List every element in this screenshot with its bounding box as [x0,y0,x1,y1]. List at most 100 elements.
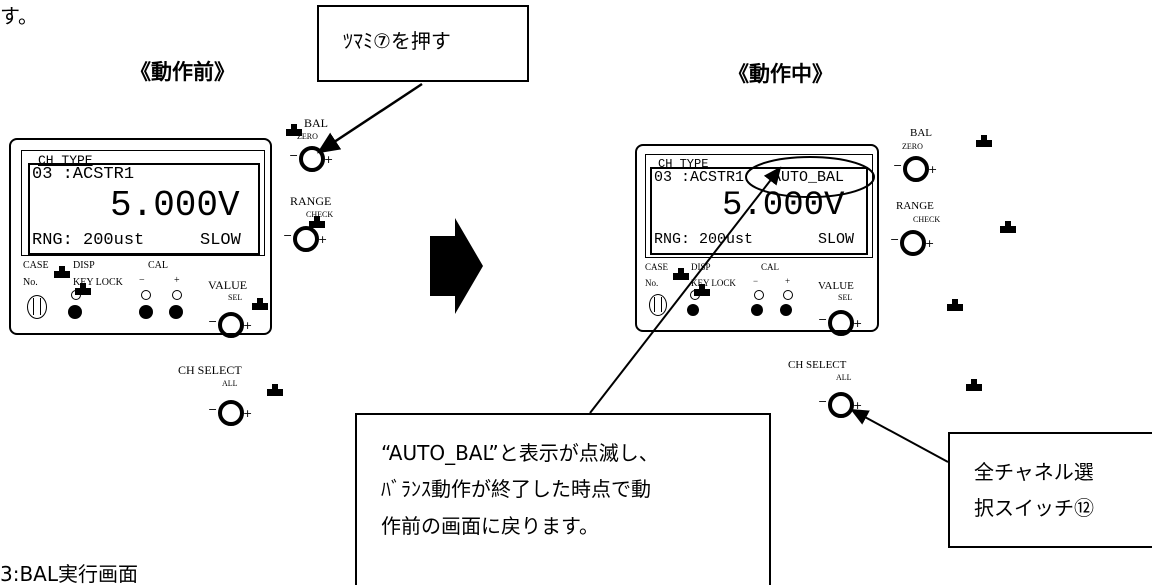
cal-minus-button-before[interactable] [139,305,153,319]
lcd-speed-before: SLOW [200,231,241,250]
callout-right-line-2: 択スイッチ⑫ [974,496,1094,520]
callout-all-channel-switch: 全チャネル選 択スイッチ⑫ [948,432,1152,548]
chselect-button-icon-during [965,379,982,391]
lcd-speed-during: SLOW [818,231,855,248]
check-label-before: CHECK [306,210,334,219]
bal-label-during: BAL [910,127,932,139]
bal-label-before: BAL [304,116,328,130]
chselect-all-knob-before[interactable]: −+ [208,400,252,426]
keylock-button-before[interactable] [68,305,82,319]
auto-bal-highlight-ellipse [745,156,875,198]
lcd-header-before: CH TYPE [38,153,93,168]
top-text-fragment: す。 [0,4,38,28]
case-rotary-switch-before[interactable] [27,295,47,319]
bal-button-icon-during [976,135,993,147]
case-label-before: CASE [23,260,49,271]
keylock-label-before: KEY LOCK [73,277,123,288]
range-label-before: RANGE [290,194,332,208]
chselect-all-knob-during[interactable]: −+ [818,392,862,418]
chselect-label-before: CH SELECT [178,363,242,377]
device-panel-before: CH TYPE 03 :ACSTR1 5.000V RNG: 200ust SL… [9,138,272,335]
heading-during: 《動作中》 [728,62,833,86]
cal-minus-button-during[interactable] [751,304,763,316]
cal-label-before: CAL [148,260,168,271]
zero-label-during: ZERO [902,142,923,151]
disp-label-before: DISP [73,260,95,271]
cal-label-during: CAL [761,262,779,272]
value-sel-knob-before[interactable]: −+ [208,312,252,338]
heading-before: 《動作前》 [130,60,235,84]
lcd-range-during: RNG: 200ust [654,231,754,248]
figure-caption: 3:BAL実行画面 [0,562,139,586]
lcd-frame-during: CH TYPE 03 :ACSTR1 AUTO_BAL 5.000V RNG: … [645,154,873,258]
lcd-screen-before [28,163,260,255]
all-label-before: ALL [222,379,238,388]
chselect-button-icon-before [267,384,284,396]
zero-label-before: ZERO [297,132,318,141]
cal-plus-button-during[interactable] [780,304,792,316]
callout-right-arrow [850,409,949,463]
callout-middle-arrow [589,166,782,414]
no-label-before: No. [23,277,38,288]
callout-press-knob-text: ﾂﾏﾐ⑦を押す [343,29,451,53]
range-check-knob-during[interactable]: −+ [890,230,934,256]
cal-plus-during: + [785,276,791,286]
keylock-button-during[interactable] [687,304,699,316]
callout-press-knob: ﾂﾏﾐ⑦を押す [317,5,529,82]
lcd-line1-before: 03 :ACSTR1 [32,165,135,184]
lcd-header-during: CH TYPE [658,157,709,171]
range-button-icon-before [309,216,326,228]
bal-zero-knob-during[interactable]: −+ [893,156,937,182]
value-sel-knob-during[interactable]: −+ [818,310,862,336]
cal-plus-led-during [783,290,793,300]
lcd-line1-during: 03 :ACSTR1 [654,169,745,186]
cal-minus-before: − [139,275,145,286]
disp-button-icon-before [54,266,70,278]
lcd-auto-bal-during: AUTO_BAL [772,169,845,186]
big-right-arrow [430,218,483,314]
keylock-led-before [71,290,81,300]
callout-middle-line-1: “AUTO_BAL”と表示が点滅し、 [381,441,659,465]
all-label-during: ALL [836,373,852,382]
lcd-screen-during [650,167,868,255]
callout-middle-line-3: 作前の画面に戻ります。 [381,514,599,538]
callout-middle-line-2: ﾊﾞﾗﾝｽ動作が終了した時点で動 [381,477,651,501]
cal-plus-button-before[interactable] [169,305,183,319]
cal-minus-during: − [753,276,759,286]
check-label-during: CHECK [913,215,941,224]
cal-plus-led-before [172,290,182,300]
sel-label-before: SEL [228,293,243,302]
value-label-before: VALUE [208,278,248,292]
keylock-led-during [690,290,700,300]
value-label-during: VALUE [818,280,854,292]
lcd-range-before: RNG: 200ust [32,231,145,250]
callout-auto-bal-description: “AUTO_BAL”と表示が点滅し、 ﾊﾞﾗﾝｽ動作が終了した時点で動 作前の画… [355,413,771,585]
keylock-button-icon-before [75,283,92,295]
keylock-label-during: KEY LOCK [691,278,736,288]
case-label-during: CASE [645,262,669,272]
value-button-icon-during [946,299,963,311]
callout-right-line-1: 全チャネル選 [974,460,1094,484]
disp-button-icon-during [673,268,689,280]
sel-label-during: SEL [838,293,853,302]
keylock-button-icon-during [694,284,711,296]
range-label-during: RANGE [896,200,934,212]
range-button-icon-during [1000,221,1017,233]
cal-minus-led-during [754,290,764,300]
lcd-frame-before: CH TYPE 03 :ACSTR1 5.000V RNG: 200ust SL… [21,150,265,256]
value-button-icon-before [252,298,269,310]
lcd-value-during: 5.000V [722,187,845,225]
chselect-label-during: CH SELECT [788,359,847,371]
disp-label-during: DISP [691,262,711,272]
callout-top-arrow [316,82,423,154]
no-label-during: No. [645,278,659,288]
device-panel-during: CH TYPE 03 :ACSTR1 AUTO_BAL 5.000V RNG: … [635,144,879,332]
lcd-value-before: 5.000V [110,185,240,226]
case-rotary-switch-during[interactable] [649,294,667,316]
range-check-knob-before[interactable]: −+ [283,226,327,252]
bal-zero-knob-before[interactable]: −+ [289,146,333,172]
cal-minus-led-before [141,290,151,300]
cal-plus-before: + [174,275,180,286]
bal-button-icon-before [286,124,302,136]
